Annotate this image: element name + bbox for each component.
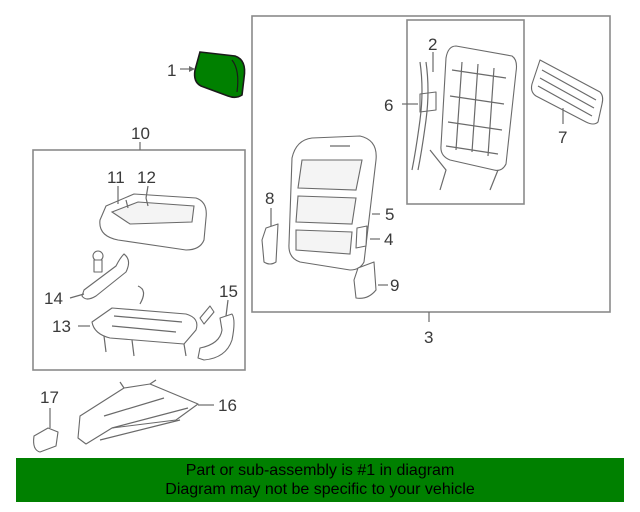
callout-6[interactable]: 6 [384,96,393,115]
callout-15[interactable]: 15 [219,282,238,301]
callout-8[interactable]: 8 [265,189,274,208]
callout-11[interactable]: 11 [107,168,125,187]
callout-4[interactable]: 4 [384,230,393,249]
track-cover-part-17[interactable] [33,427,59,453]
cushion-bracket-part-14[interactable] [81,250,130,300]
seat-back-frame-subbox [406,19,525,205]
seat-back-frame-part[interactable] [419,45,518,191]
callout-16[interactable]: 16 [218,396,237,415]
seat-back-assembly-frame [251,15,611,313]
callout-10[interactable]: 10 [131,124,150,143]
callout-7[interactable]: 7 [558,128,567,147]
seat-back-trim-part-4[interactable] [355,225,368,249]
seat-cushion-part[interactable] [99,193,207,251]
callout-12[interactable]: 12 [137,168,156,187]
callout-13[interactable]: 13 [52,317,71,336]
callout-9[interactable]: 9 [390,276,399,295]
release-cable-part[interactable] [411,61,423,171]
callout-5[interactable]: 5 [385,205,394,224]
leader-line-15 [225,299,229,317]
side-cover-part-8[interactable] [261,223,279,265]
leader-line-14 [69,293,85,299]
callout-3[interactable]: 3 [424,328,433,347]
callout-2[interactable]: 2 [428,35,437,54]
banner-line-1: Part or sub-assembly is #1 in diagram [185,462,455,479]
seat-cushion-assembly-frame [32,149,246,371]
cushion-frame-part-13[interactable] [91,285,215,357]
seat-back-pad-part[interactable] [288,135,377,271]
callout-1[interactable]: 1 [167,61,176,80]
callout-17[interactable]: 17 [40,388,59,407]
info-banner: Part or sub-assembly is #1 in diagram Di… [16,458,624,502]
seat-back-panel-part[interactable] [530,59,604,125]
callout-14[interactable]: 14 [44,289,63,308]
leader-line-12 [145,185,149,199]
seat-track-part-16[interactable] [77,379,199,445]
banner-line-2: Diagram may not be specific to your vehi… [165,481,475,498]
side-bracket-part-15[interactable] [197,313,235,361]
lower-cover-part-9[interactable] [353,261,377,299]
headrest-part[interactable] [193,51,246,99]
exploded-seat-diagram: 1 2 3 4 5 6 7 8 9 10 11 12 13 14 15 16 1… [32,15,611,453]
